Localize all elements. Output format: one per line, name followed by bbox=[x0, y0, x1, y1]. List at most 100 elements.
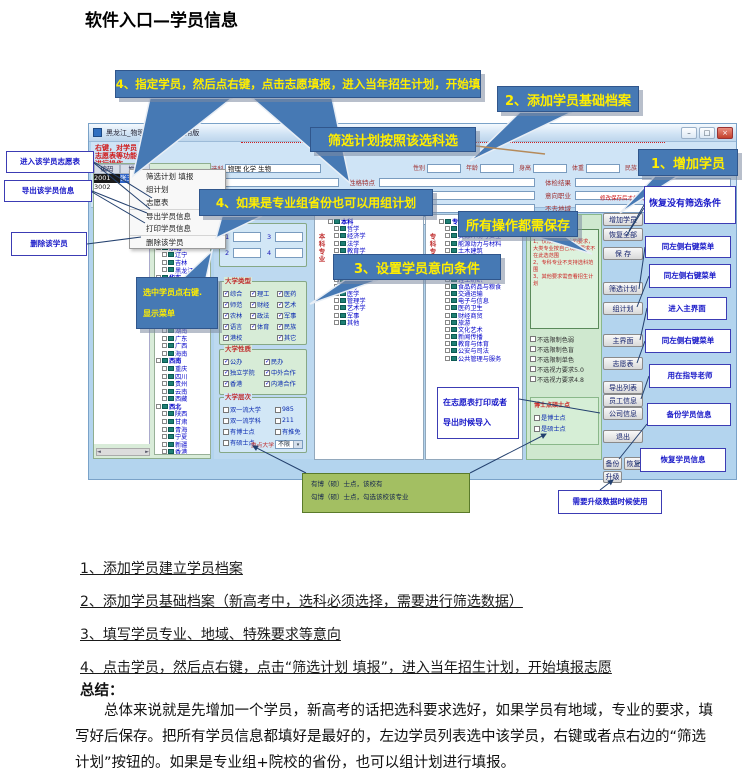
context-menu-item[interactable]: 组计划 bbox=[146, 185, 169, 194]
type-option[interactable]: 医药 bbox=[277, 288, 304, 299]
checkbox[interactable] bbox=[223, 439, 229, 446]
close-button[interactable]: × bbox=[717, 126, 733, 139]
major-tree-item[interactable]: 旅游 bbox=[438, 319, 501, 327]
checkbox[interactable] bbox=[334, 312, 339, 318]
major-tree-item[interactable]: 公安与司法 bbox=[438, 347, 501, 355]
checkbox-checked[interactable] bbox=[223, 380, 229, 387]
checkbox[interactable] bbox=[162, 426, 167, 432]
major-tree-item[interactable]: 能源动力与材料 bbox=[438, 240, 501, 248]
major-tree-item[interactable]: 其他 bbox=[327, 319, 366, 327]
checkbox[interactable] bbox=[334, 226, 339, 232]
checkbox[interactable] bbox=[445, 233, 450, 239]
checkbox-checked[interactable] bbox=[223, 301, 229, 308]
major-tree-item[interactable]: 公共管理与服务 bbox=[438, 355, 501, 363]
type-option[interactable]: 综合 bbox=[223, 288, 250, 299]
field-input[interactable] bbox=[586, 164, 620, 173]
context-menu-item[interactable]: 筛选计划 填报 bbox=[146, 172, 194, 181]
checkbox[interactable] bbox=[334, 233, 339, 239]
checkbox[interactable] bbox=[162, 396, 167, 402]
doctor-option[interactable]: 是硕士点 bbox=[534, 423, 566, 434]
checkbox[interactable] bbox=[445, 247, 450, 253]
checkbox[interactable] bbox=[445, 305, 450, 311]
checkbox[interactable] bbox=[162, 434, 167, 440]
province-tree-item[interactable]: 新疆 bbox=[155, 441, 210, 449]
nature-option[interactable]: 独立学院 bbox=[223, 367, 264, 378]
key-university-select[interactable]: 不限 bbox=[275, 440, 303, 449]
checkbox[interactable] bbox=[534, 425, 540, 432]
major-tree-item[interactable]: 教育学 bbox=[327, 247, 366, 255]
major-tree-item[interactable]: 电子与信息 bbox=[438, 297, 501, 305]
nature-option[interactable]: 中外合作 bbox=[264, 367, 305, 378]
personality-field[interactable] bbox=[379, 178, 535, 187]
staff-info-button[interactable]: 员工信息 bbox=[603, 394, 643, 407]
nature-option[interactable]: 公办 bbox=[223, 356, 264, 367]
checkbox[interactable] bbox=[445, 319, 450, 325]
type-option[interactable]: 港校 bbox=[223, 332, 250, 343]
checkbox-checked[interactable] bbox=[264, 380, 270, 387]
context-menu-item[interactable]: 删除该学员 bbox=[130, 235, 225, 248]
level-option[interactable]: 双一流大学 bbox=[223, 404, 273, 415]
checkbox[interactable] bbox=[275, 428, 281, 435]
main-screen-button[interactable]: 主界面 bbox=[603, 334, 643, 347]
level-option[interactable]: 211 bbox=[275, 415, 307, 426]
checkbox[interactable] bbox=[445, 326, 450, 332]
checkbox[interactable] bbox=[223, 428, 229, 435]
context-menu-item[interactable]: 导出学员信息 bbox=[130, 209, 225, 222]
checkbox[interactable] bbox=[334, 283, 339, 289]
province-tree-item[interactable]: 宁夏 bbox=[155, 433, 210, 441]
province-tree-item[interactable]: 青海 bbox=[155, 425, 210, 434]
checkbox[interactable] bbox=[162, 366, 167, 371]
save-button[interactable]: 保 存 bbox=[603, 247, 643, 260]
context-menu-item[interactable]: 打印学员信息 bbox=[146, 224, 191, 233]
upgrade-button[interactable]: 升级 bbox=[603, 471, 622, 483]
checkbox[interactable] bbox=[445, 334, 450, 340]
checkbox[interactable] bbox=[445, 240, 450, 246]
province-tree-item[interactable]: 甘肃 bbox=[155, 418, 210, 426]
level-option[interactable]: 有博士点 bbox=[223, 426, 273, 437]
level-option[interactable]: 双一流学科 bbox=[223, 415, 273, 426]
restriction-option[interactable]: 不选限制色盲 bbox=[530, 344, 584, 354]
checkbox-checked[interactable] bbox=[277, 323, 283, 330]
export-list-button[interactable]: 导出列表 bbox=[603, 381, 643, 394]
checkbox[interactable] bbox=[156, 403, 161, 409]
nature-option[interactable]: 内港合作 bbox=[264, 378, 305, 389]
doctor-option[interactable]: 是博士点 bbox=[534, 412, 566, 423]
checkbox-checked[interactable] bbox=[223, 369, 229, 376]
major-tree-item[interactable]: 交通运输 bbox=[438, 290, 501, 298]
company-info-button[interactable]: 公司信息 bbox=[603, 407, 643, 420]
checkbox[interactable] bbox=[162, 449, 167, 454]
type-option[interactable]: 政法 bbox=[250, 310, 277, 321]
checkbox[interactable] bbox=[334, 247, 339, 253]
province-tree-item[interactable]: 云南 bbox=[155, 387, 210, 396]
checkbox-checked[interactable] bbox=[223, 334, 229, 341]
scroll-left-icon[interactable]: ◄ bbox=[97, 449, 101, 455]
checkbox[interactable] bbox=[162, 419, 167, 425]
checkbox-checked[interactable] bbox=[264, 369, 270, 376]
province-tree-item[interactable]: 广东 bbox=[155, 334, 210, 343]
checkbox-checked[interactable] bbox=[264, 358, 270, 365]
student-row[interactable]: 3002 bbox=[94, 183, 120, 192]
checkbox[interactable] bbox=[275, 406, 281, 413]
checkbox[interactable] bbox=[223, 406, 229, 413]
checkbox-checked[interactable] bbox=[223, 323, 229, 330]
major-tree-item[interactable]: 医药卫生 bbox=[438, 304, 501, 312]
type-option[interactable]: 农林 bbox=[223, 310, 250, 321]
province-tree-item[interactable]: 西北 bbox=[155, 403, 210, 411]
checkbox-checked[interactable] bbox=[250, 290, 256, 297]
city-4-field[interactable] bbox=[275, 248, 303, 258]
checkbox[interactable] bbox=[328, 219, 333, 225]
checkbox[interactable] bbox=[162, 350, 167, 356]
province-tree-item[interactable]: 广西 bbox=[155, 342, 210, 350]
checkbox[interactable] bbox=[530, 376, 536, 382]
province-tree-item[interactable]: 香港 bbox=[155, 448, 210, 454]
city-1-field[interactable] bbox=[233, 232, 261, 242]
checkbox[interactable] bbox=[445, 298, 450, 304]
province-tree-item[interactable]: 四川 bbox=[155, 372, 210, 381]
checkbox[interactable] bbox=[162, 335, 167, 341]
type-option[interactable]: 师范 bbox=[223, 299, 250, 310]
type-option[interactable]: 体育 bbox=[250, 321, 277, 332]
city-2-field[interactable] bbox=[233, 248, 261, 258]
nature-option[interactable]: 民办 bbox=[264, 356, 305, 367]
field-input[interactable] bbox=[480, 164, 514, 173]
checkbox[interactable] bbox=[162, 411, 167, 417]
